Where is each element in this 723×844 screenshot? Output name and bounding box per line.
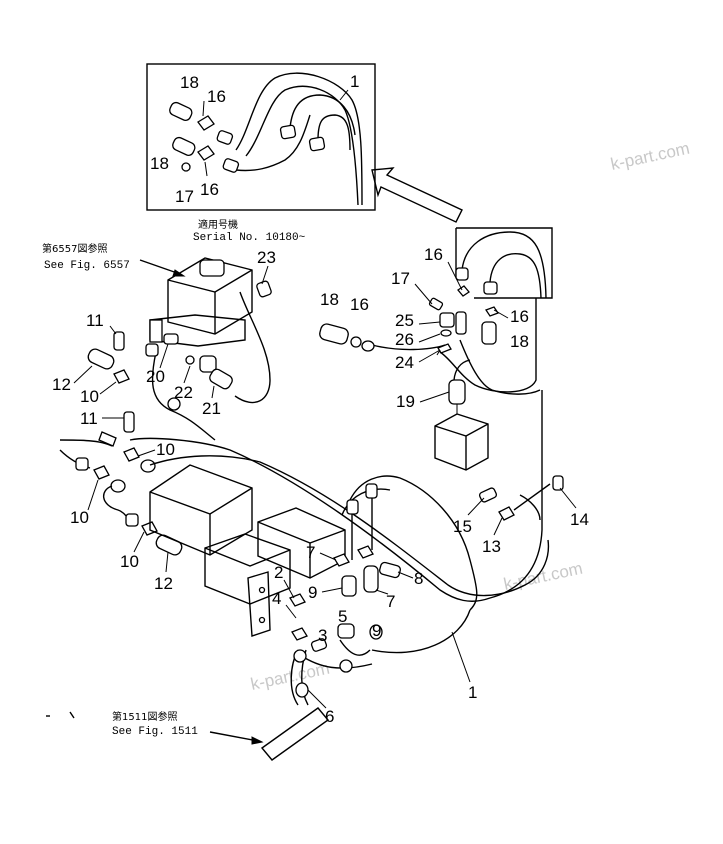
label-12-lower: 12 <box>154 574 173 593</box>
leader-16-right-top <box>447 261 463 291</box>
inset-note-serial: Serial No. 10180~ <box>193 232 306 244</box>
leader-23 <box>261 265 269 285</box>
label-20: 20 <box>146 367 165 386</box>
label-25: 25 <box>395 311 414 330</box>
main-harness <box>129 390 550 669</box>
leader-19 <box>419 391 450 403</box>
battery-boxes <box>149 464 346 637</box>
label-21: 21 <box>202 399 221 418</box>
label-3: 3 <box>318 626 327 645</box>
label-1-inset: 1 <box>350 72 359 91</box>
leader-1-main <box>451 631 471 683</box>
leader-17-right <box>414 283 433 305</box>
label-16-right-left: 16 <box>350 295 369 314</box>
label-23: 23 <box>257 248 276 267</box>
label-4: 4 <box>272 589 281 608</box>
leader-26 <box>418 333 441 343</box>
label-13: 13 <box>482 537 501 556</box>
inset-arrow <box>371 167 463 223</box>
inset-box-top <box>146 63 376 211</box>
label-7-left: 7 <box>306 543 315 562</box>
leader-25 <box>418 321 441 325</box>
leader-24 <box>418 349 441 363</box>
ref-fig6557-en: See Fig. 6557 <box>44 260 130 272</box>
ref-fig1511-jp: 第1511図参照 <box>112 710 177 723</box>
label-5: 5 <box>338 607 347 626</box>
label-16-inset-upper: 16 <box>207 87 226 106</box>
label-7-right: 7 <box>386 592 395 611</box>
label-11-lower: 11 <box>80 409 98 428</box>
bottom-arrow-bar <box>260 707 330 761</box>
label-10-mid: 10 <box>156 440 175 459</box>
leader-16-right <box>493 309 509 319</box>
label-24: 24 <box>395 353 414 372</box>
parts-cluster-right <box>319 285 541 471</box>
label-26: 26 <box>395 330 414 349</box>
inset-note-jp: 適用号機 <box>198 218 238 231</box>
label-10-upper: 10 <box>80 387 99 406</box>
label-9-right: 9 <box>372 621 381 640</box>
label-16-right-top: 16 <box>424 245 443 264</box>
label-16-right: 16 <box>510 307 529 326</box>
label-17-inset: 17 <box>175 187 194 206</box>
label-10-lower: 10 <box>120 552 139 571</box>
label-17-right: 17 <box>391 269 410 288</box>
ref-fig1511-en: See Fig. 1511 <box>112 726 198 738</box>
label-18-inset-lower: 18 <box>150 154 169 173</box>
label-16-inset-lower: 16 <box>200 180 219 199</box>
ref-fig6557-leader <box>139 259 181 275</box>
watermark-top-right: k-part.com <box>609 139 691 174</box>
label-11-upper: 11 <box>86 311 104 330</box>
label-15: 15 <box>453 517 472 536</box>
parts-cluster-lower-right <box>478 475 564 521</box>
relay-box <box>145 257 272 441</box>
parts-cluster-left <box>59 331 183 556</box>
label-1-main: 1 <box>468 683 477 702</box>
label-22: 22 <box>174 383 193 402</box>
label-14: 14 <box>570 510 589 529</box>
label-9-left: 9 <box>308 583 317 602</box>
watermark-middle-right: k-part.com <box>502 559 584 594</box>
label-6: 6 <box>325 707 334 726</box>
inset-box-right <box>455 227 553 299</box>
label-2: 2 <box>274 563 283 582</box>
ref-fig1511-leader <box>209 731 259 742</box>
label-19: 19 <box>396 392 415 411</box>
label-18-right-left: 18 <box>320 290 339 309</box>
label-18-inset-upper: 18 <box>180 73 199 92</box>
label-10-left: 10 <box>70 508 89 527</box>
ref-fig6557-jp: 第6557図参照 <box>42 242 107 255</box>
label-12-upper: 12 <box>52 375 71 394</box>
label-18-right: 18 <box>510 332 529 351</box>
parts-cluster-center <box>289 545 401 706</box>
label-8: 8 <box>414 569 423 588</box>
